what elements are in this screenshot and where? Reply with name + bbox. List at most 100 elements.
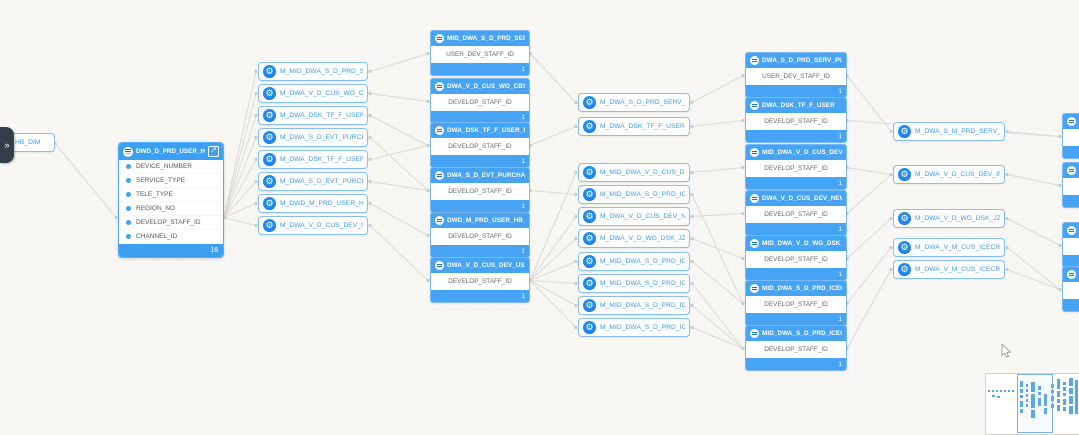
mapping-node[interactable]: ⚙M_DWA_S_D_PRD_SERV_PURC... bbox=[578, 93, 690, 112]
field-label bbox=[1063, 282, 1079, 299]
table-node[interactable]: MID_DWA_V_D_WG_DSK_J... DEVELOP_STAFF_ID… bbox=[745, 235, 847, 281]
table-title: DWA_DSK_TF_F_USER_MID bbox=[447, 127, 525, 134]
table-node-header[interactable]: DWA_V_D_CUS_DEV_USER bbox=[431, 258, 529, 273]
table-node-header[interactable]: DWA_S_D_PRD_SERV_PUR... bbox=[746, 53, 846, 68]
table-node-header[interactable]: D bbox=[1063, 163, 1079, 178]
table-icon bbox=[750, 284, 759, 293]
field-label: USER_DEV_STAFF_ID bbox=[431, 46, 529, 63]
field-row[interactable]: REGION_NO bbox=[119, 202, 223, 216]
node-label: USER_HB_DIM bbox=[0, 139, 41, 146]
collapse-panel-tab[interactable]: » bbox=[0, 127, 14, 163]
mapping-node[interactable]: ⚙M_DWA_V_D_CUS_WO_CBSS_... bbox=[258, 84, 368, 103]
mapping-node[interactable]: ⚙M_DWA_DSK_TF_F_USER bbox=[578, 117, 690, 136]
field-row[interactable]: CHANNEL_ID bbox=[119, 230, 223, 244]
table-node-header[interactable]: DWA_S_D_EVT_PURCHASE_... bbox=[431, 168, 529, 183]
mapping-node[interactable]: ⚙M_DWA_S_D_EVT_PURCHASE_... bbox=[258, 172, 368, 191]
mapping-node[interactable]: ⚙M_MID_DWA_S_D_PRD_ICECR... bbox=[578, 274, 690, 293]
field-label bbox=[1063, 178, 1079, 195]
gear-icon: ⚙ bbox=[898, 241, 911, 254]
chevron-double-right-icon: » bbox=[4, 140, 10, 150]
field-row[interactable]: DEVELOP_STAFF_ID bbox=[119, 216, 223, 230]
table-node-header[interactable]: DWA_DSK_TF_F_USER bbox=[746, 98, 846, 113]
field-count-badge: 1 bbox=[746, 177, 846, 189]
table-node[interactable]: DWD_M_PRD_USER_HB_DIM DEVELOP_STAFF_ID 1 bbox=[430, 212, 530, 258]
mapping-node[interactable]: ⚙M_MID_DWA_V_D_CUS_DEV_I... bbox=[578, 163, 690, 182]
mapping-node[interactable]: ⚙M_DWA_V_M_CUS_ICECREAM_... bbox=[893, 260, 1005, 279]
mapping-node[interactable]: ⚙M_DWA_S_D_EVT_PURCHASE_... bbox=[258, 128, 368, 147]
table-node[interactable]: MID_DWA_S_D_PRD_ICEC... DEVELOP_STAFF_ID… bbox=[745, 325, 847, 371]
table-node-main[interactable]: DWD_D_PRD_USER_HB_DIM ↗ DEVICE_NUMBER SE… bbox=[118, 142, 224, 258]
table-node-clipped[interactable]: D bbox=[1062, 113, 1079, 159]
table-node-header[interactable]: D bbox=[1063, 223, 1079, 238]
table-node[interactable]: DWA_V_D_CUS_WO_CBSS_... DEVELOP_STAFF_ID… bbox=[430, 78, 530, 124]
table-node[interactable]: MID_DWA_V_D_CUS_DEV_I... DEVELOP_STAFF_I… bbox=[745, 144, 847, 190]
table-node-header[interactable]: D bbox=[1063, 114, 1079, 129]
table-node-header[interactable]: DWD_M_PRD_USER_HB_DIM bbox=[431, 213, 529, 228]
gear-icon: ⚙ bbox=[583, 188, 596, 201]
table-icon bbox=[750, 239, 759, 248]
mapping-node[interactable]: ⚙M_DWA_S_M_PRD_SERV_PURC... bbox=[893, 122, 1005, 141]
table-node[interactable]: MID_DWA_S_D_PRD_SERV_... USER_DEV_STAFF_… bbox=[430, 30, 530, 76]
table-icon bbox=[435, 126, 444, 135]
gear-icon: ⚙ bbox=[583, 210, 596, 223]
minimap-viewport[interactable] bbox=[1017, 374, 1053, 433]
mapping-node[interactable]: ⚙M_DWA_DSK_TF_F_USER_MID_... bbox=[258, 106, 368, 125]
mapping-node[interactable]: ⚙M_MID_DWA_S_D_PRD_SERV_... bbox=[258, 62, 368, 81]
mapping-node[interactable]: ⚙M_DWA_V_D_WG_DSK_JZG_US... bbox=[578, 229, 690, 248]
table-node-clipped[interactable]: M bbox=[1062, 266, 1079, 312]
mapping-label: M_DWD_M_PRD_USER_HB_DIM bbox=[280, 200, 363, 207]
table-node[interactable]: DWA_DSK_TF_F_USER DEVELOP_STAFF_ID 1 bbox=[745, 97, 847, 143]
table-icon bbox=[435, 34, 444, 43]
table-node-header[interactable]: MID_DWA_V_D_CUS_DEV_I... bbox=[746, 145, 846, 160]
table-icon bbox=[1067, 166, 1076, 175]
table-node-header[interactable]: DWD_D_PRD_USER_HB_DIM ↗ bbox=[119, 143, 223, 160]
field-count-badge: 1 bbox=[746, 85, 846, 97]
table-node[interactable]: DWA_V_D_CUS_DEV_NEW_... DEVELOP_STAFF_ID… bbox=[745, 190, 847, 236]
table-icon bbox=[750, 101, 759, 110]
mapping-node[interactable]: ⚙M_MID_DWA_S_D_PRD_ICECR... bbox=[578, 296, 690, 315]
mapping-node[interactable]: ⚙M_DWA_V_D_CUS_DEV_USER bbox=[258, 216, 368, 235]
table-title: DWD_D_PRD_USER_HB_DIM bbox=[136, 148, 205, 155]
field-row[interactable]: TELE_TYPE bbox=[119, 188, 223, 202]
table-node[interactable]: DWA_V_D_CUS_DEV_USER DEVELOP_STAFF_ID 1 bbox=[430, 257, 530, 303]
table-icon bbox=[1067, 117, 1076, 126]
field-row[interactable]: DEVICE_NUMBER bbox=[119, 160, 223, 174]
gear-icon: ⚙ bbox=[898, 212, 911, 225]
mapping-node[interactable]: ⚙M_DWA_V_D_WG_DSK_JZG_US... bbox=[893, 209, 1005, 228]
table-node[interactable]: DWA_DSK_TF_F_USER_MID DEVELOP_STAFF_ID 1 bbox=[430, 122, 530, 168]
table-node[interactable]: DWA_S_D_EVT_PURCHASE_... DEVELOP_STAFF_I… bbox=[430, 167, 530, 213]
table-node[interactable]: DWA_S_D_PRD_SERV_PUR... USER_DEV_STAFF_I… bbox=[745, 52, 847, 98]
table-node-clipped[interactable]: D bbox=[1062, 222, 1079, 268]
table-title: MID_DWA_S_D_PRD_ICEC... bbox=[762, 330, 842, 337]
table-node-header[interactable]: MID_DWA_V_D_WG_DSK_J... bbox=[746, 236, 846, 251]
mapping-node[interactable]: ⚙M_DWD_M_PRD_USER_HB_DIM bbox=[258, 194, 368, 213]
field-row[interactable]: SERVICE_TYPE bbox=[119, 174, 223, 188]
table-title: MID_DWA_S_D_PRD_SERV_... bbox=[447, 35, 525, 42]
mapping-node[interactable]: ⚙M_MID_DWA_S_D_PRD_ICECR... bbox=[578, 185, 690, 204]
table-node-header[interactable]: MID_DWA_S_D_PRD_ICEC... bbox=[746, 281, 846, 296]
table-node-header[interactable]: MID_DWA_S_D_PRD_SERV_... bbox=[431, 31, 529, 46]
mapping-node[interactable]: ⚙M_DWA_DSK_TF_F_USER_MID_... bbox=[258, 150, 368, 169]
field-label: SERVICE_TYPE bbox=[136, 177, 186, 184]
mapping-node[interactable]: ⚙M_MID_DWA_S_D_PRD_ICECR... bbox=[578, 252, 690, 271]
table-node-header[interactable]: M bbox=[1063, 267, 1079, 282]
mapping-node[interactable]: ⚙M_DWA_V_M_CUS_ICECREAM_... bbox=[893, 238, 1005, 257]
table-node-header[interactable]: DWA_V_D_CUS_WO_CBSS_... bbox=[431, 79, 529, 94]
table-node-header[interactable]: DWA_V_D_CUS_DEV_NEW_... bbox=[746, 191, 846, 206]
table-icon bbox=[750, 329, 759, 338]
table-node-header[interactable]: DWA_DSK_TF_F_USER_MID bbox=[431, 123, 529, 138]
table-node-header[interactable]: MID_DWA_S_D_PRD_ICEC... bbox=[746, 326, 846, 341]
field-label: TELE_TYPE bbox=[136, 191, 173, 198]
expand-icon[interactable]: ↗ bbox=[208, 146, 219, 157]
field-count-badge: 1 bbox=[431, 245, 529, 257]
table-node[interactable]: MID_DWA_S_D_PRD_ICEC... DEVELOP_STAFF_ID… bbox=[745, 280, 847, 326]
minimap[interactable] bbox=[985, 373, 1079, 435]
field-label: DEVELOP_STAFF_ID bbox=[746, 160, 846, 177]
table-node-clipped[interactable]: D bbox=[1062, 162, 1079, 208]
table-icon bbox=[435, 261, 444, 270]
table-title: MID_DWA_S_D_PRD_ICEC... bbox=[762, 285, 842, 292]
mapping-node[interactable]: ⚙M_MID_DWA_S_D_PRD_ICECR... bbox=[578, 318, 690, 337]
mapping-node[interactable]: ⚙M_DWA_V_D_CUS_DEV_INFO_U... bbox=[893, 165, 1005, 184]
mapping-node[interactable]: ⚙M_DWA_V_D_CUS_DEV_NEW_U... bbox=[578, 207, 690, 226]
